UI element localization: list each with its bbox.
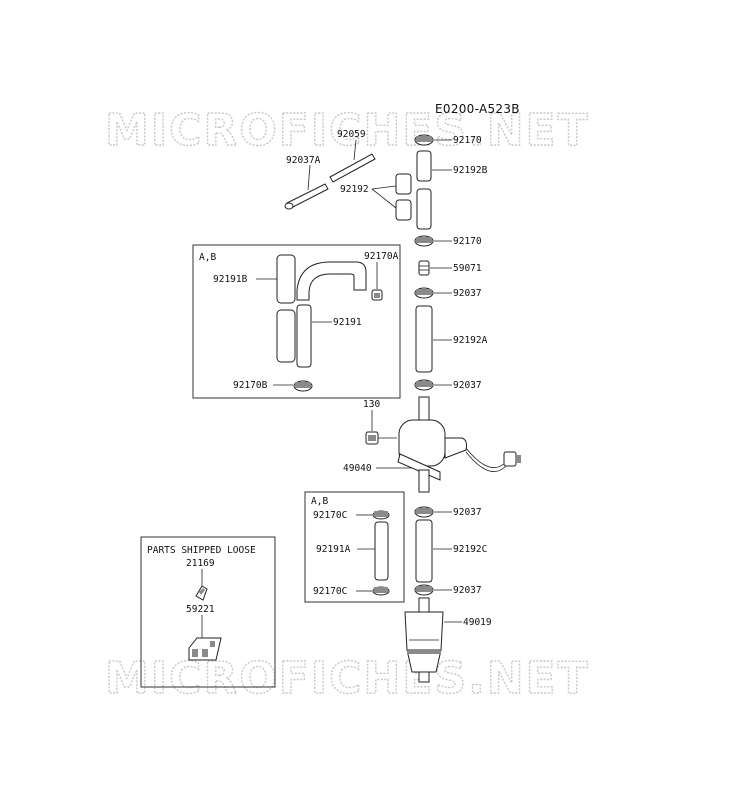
group-label-ab-lower: A,B: [311, 496, 328, 507]
hose-92192a[interactable]: [415, 305, 433, 373]
label-92059: 92059: [337, 129, 366, 140]
group-label-parts-shipped-loose: PARTS SHIPPED LOOSE: [147, 545, 256, 556]
connector-59221[interactable]: [188, 637, 222, 661]
label-59221: 59221: [186, 604, 215, 615]
hose-92192b[interactable]: [416, 150, 432, 230]
label-92191b: 92191B: [213, 274, 248, 285]
fuel-pump-49040[interactable]: [397, 396, 521, 493]
hose-92059[interactable]: [329, 153, 376, 183]
label-92191: 92191: [333, 317, 362, 328]
diagram-reference-code: E0200-A523B: [435, 102, 520, 116]
label-92170-top: 92170: [453, 135, 482, 146]
label-92037-4: 92037: [453, 585, 482, 596]
clamp-92037-2[interactable]: [414, 379, 434, 391]
label-92037a: 92037A: [286, 155, 321, 166]
clamp-92170-mid[interactable]: [414, 235, 434, 247]
label-59071: 59071: [453, 263, 482, 274]
fitting-59071[interactable]: [418, 260, 430, 276]
label-49019: 49019: [463, 617, 492, 628]
hose-92191a[interactable]: [374, 521, 389, 581]
label-92170a: 92170A: [364, 251, 399, 262]
label-21169: 21169: [186, 558, 215, 569]
label-92170-mid: 92170: [453, 236, 482, 247]
group-label-ab-upper: A,B: [199, 252, 216, 263]
label-92170c-1: 92170C: [313, 510, 347, 521]
watermark-bottom: MICROFICHES.NET: [105, 653, 590, 704]
terminal-21169[interactable]: [195, 585, 208, 601]
bolt-130[interactable]: [365, 431, 397, 445]
label-92192: 92192: [340, 184, 369, 195]
clamp-92037-1[interactable]: [414, 287, 434, 299]
label-92192a: 92192A: [453, 335, 488, 346]
clamp-92037-3[interactable]: [414, 506, 434, 518]
label-92170c-2: 92170C: [313, 586, 347, 597]
label-92037-1: 92037: [453, 288, 482, 299]
clamp-92170a[interactable]: [371, 289, 383, 301]
group-box-ab-lower: [304, 491, 405, 603]
label-92037-2: 92037: [453, 380, 482, 391]
hose-92037a[interactable]: [284, 183, 329, 210]
fuel-filter-49019[interactable]: [404, 597, 444, 683]
label-92192b: 92192B: [453, 165, 488, 176]
label-92037-3: 92037: [453, 507, 482, 518]
clamp-92170-top[interactable]: [414, 134, 434, 146]
clamp-92170b[interactable]: [293, 380, 313, 392]
watermark-top: MICROFICHES.NET: [105, 105, 590, 156]
group-box-parts-shipped-loose: [140, 536, 276, 688]
hose-92191[interactable]: [296, 261, 367, 368]
label-92170b: 92170B: [233, 380, 268, 391]
clamp-92170c-1[interactable]: [372, 510, 390, 520]
hose-92192[interactable]: [395, 173, 412, 221]
hose-92191b[interactable]: [276, 254, 296, 363]
clamp-92170c-2[interactable]: [372, 586, 390, 596]
hose-92192c[interactable]: [415, 519, 433, 583]
group-box-ab-upper: [192, 244, 401, 399]
clamp-92037-4[interactable]: [414, 584, 434, 596]
label-92192c: 92192C: [453, 544, 487, 555]
label-49040: 49040: [343, 463, 372, 474]
label-130: 130: [363, 399, 380, 410]
label-92191a: 92191A: [316, 544, 351, 555]
